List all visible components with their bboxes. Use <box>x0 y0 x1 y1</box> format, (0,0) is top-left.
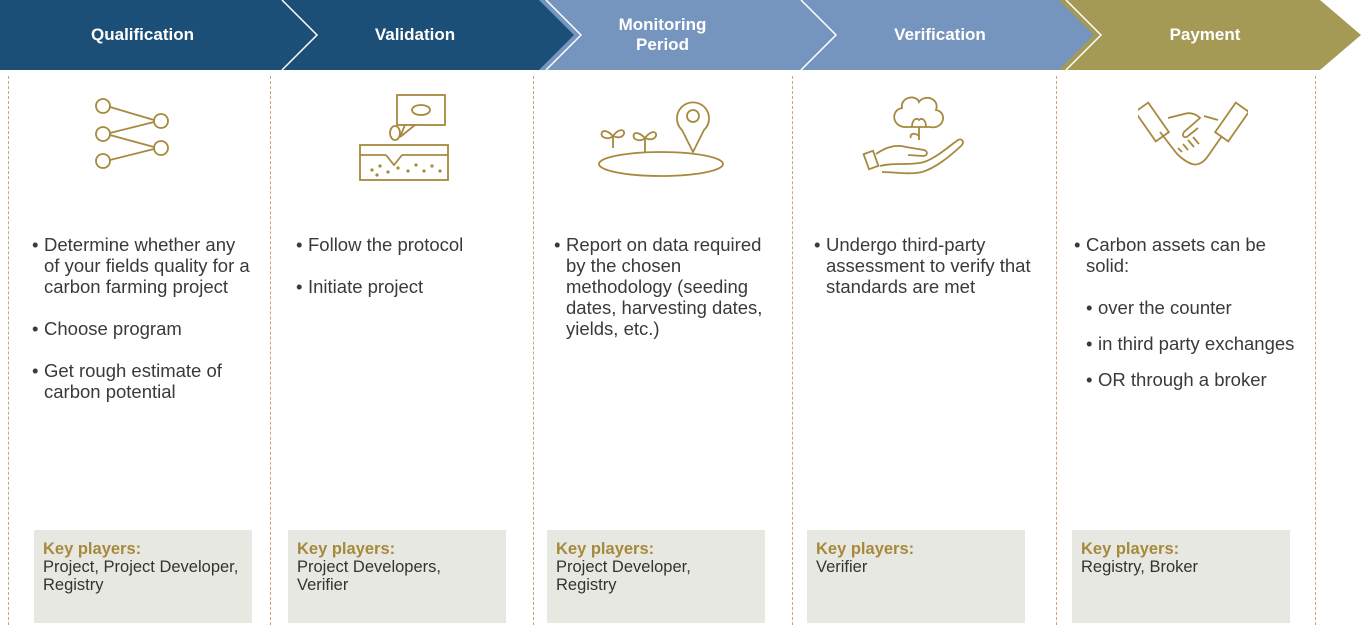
column-divider <box>533 76 534 625</box>
process-chevron-bar <box>0 0 1361 71</box>
chevron-divider-1 <box>281 0 319 71</box>
monitoring-period-bullet-list: Report on data required by the chosen me… <box>554 234 776 360</box>
chevron-qualification <box>0 0 317 70</box>
column-divider <box>8 76 9 625</box>
chevron-payment <box>1059 0 1361 70</box>
key-players-box: Key players: Project Developer, Registry <box>547 530 765 623</box>
list-item: in third party exchanges <box>1086 333 1296 354</box>
column-divider <box>792 76 793 625</box>
handshake-icon <box>1133 92 1251 182</box>
qualification-bullet-list: Determine whether any of your fields qua… <box>32 234 254 423</box>
step-title-monitoring-period: Monitoring Period <box>618 15 707 54</box>
step-title-payment: Payment <box>1169 25 1241 44</box>
list-item: Undergo third-party assessment to verify… <box>814 234 1036 297</box>
key-players-box: Key players: Project, Project Developer,… <box>34 530 252 623</box>
key-players-value: Project Developer, Registry <box>556 558 691 594</box>
key-players-box: Key players: Project Developers, Verifie… <box>288 530 506 623</box>
column-divider <box>1056 76 1057 625</box>
key-players-value: Verifier <box>816 558 868 576</box>
hand-holding-plant-icon <box>862 92 972 182</box>
list-item: OR through a broker <box>1086 369 1296 390</box>
step-title-validation: Validation <box>374 25 456 44</box>
payment-bullet-list: Carbon assets can be solid: over the cou… <box>1074 234 1296 405</box>
list-item: Report on data required by the chosen me… <box>554 234 776 339</box>
step-title-qualification: Qualification <box>91 25 194 44</box>
key-players-box: Key players: Verifier <box>807 530 1025 623</box>
key-players-value: Project, Project Developer, Registry <box>43 558 239 594</box>
network-nodes-icon <box>78 92 188 182</box>
chevron-divider-3 <box>800 0 838 71</box>
chevron-monitoring-period <box>539 0 836 70</box>
column-divider <box>1315 76 1316 625</box>
key-players-label: Key players: <box>1081 540 1180 558</box>
seed-soil-protocol-icon <box>350 92 460 182</box>
chevron-divider-2 <box>545 0 583 71</box>
key-players-value: Registry, Broker <box>1081 558 1199 576</box>
validation-bullet-list: Follow the protocol Initiate project <box>296 234 518 318</box>
verification-bullet-list: Undergo third-party assessment to verify… <box>814 234 1036 318</box>
chevron-verification <box>794 0 1101 70</box>
key-players-label: Key players: <box>556 540 655 558</box>
key-players-label: Key players: <box>816 540 915 558</box>
key-players-box: Key players: Registry, Broker <box>1072 530 1290 623</box>
list-item: over the counter <box>1086 297 1296 318</box>
key-players-label: Key players: <box>43 540 142 558</box>
chevron-validation <box>275 0 581 70</box>
list-item: Get rough estimate of carbon potential <box>32 360 254 402</box>
key-players-value: Project Developers, Verifier <box>297 558 441 594</box>
list-item: Carbon assets can be solid: <box>1074 234 1296 276</box>
list-item: Follow the protocol <box>296 234 518 255</box>
step-title-verification: Verification <box>894 25 986 44</box>
column-divider <box>270 76 271 625</box>
key-players-label: Key players: <box>297 540 396 558</box>
list-item: Determine whether any of your fields qua… <box>32 234 254 297</box>
list-item: Choose program <box>32 318 254 339</box>
field-location-pin-icon <box>595 92 735 182</box>
list-item: Initiate project <box>296 276 518 297</box>
chevron-divider-4 <box>1065 0 1103 71</box>
